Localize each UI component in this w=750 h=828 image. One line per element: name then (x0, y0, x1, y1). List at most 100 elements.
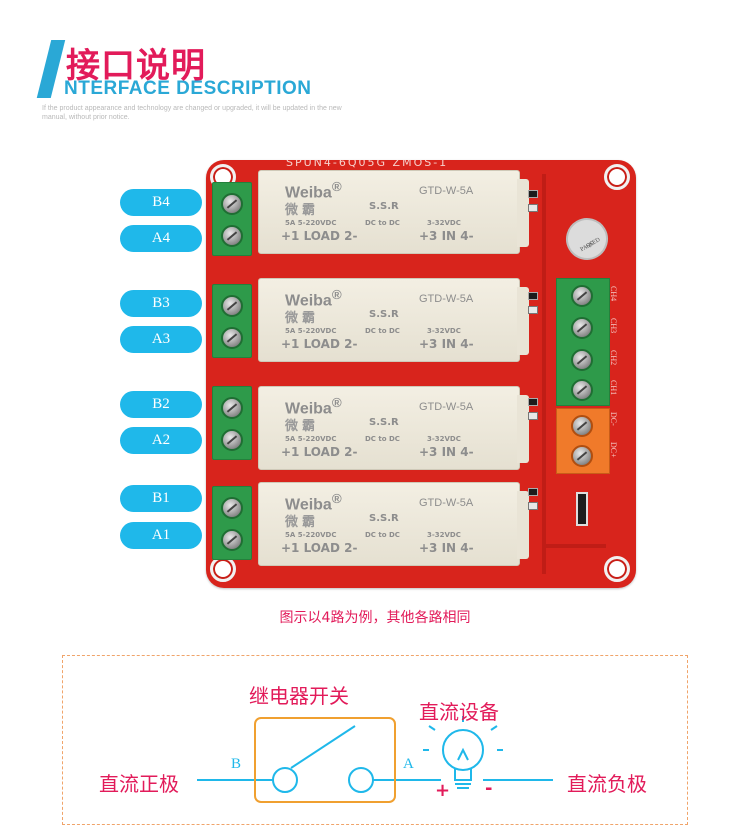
silkscreen-ch2: CH2 (609, 350, 618, 366)
relay-load-spec: 5A 5-220VDC (285, 435, 337, 443)
mount-hole (604, 556, 630, 582)
relay-brand-cn: 微霸 (285, 419, 320, 434)
dc-device-label: 直流设备 (419, 700, 499, 724)
relay-dc-spec: DC to DC (365, 327, 400, 335)
header-accent-bar (36, 40, 66, 98)
terminal-block-ch2 (212, 386, 252, 460)
relay-ssr: S.S.R (369, 201, 399, 212)
label-b2: B2 (120, 391, 202, 418)
relay-side (517, 287, 529, 355)
mount-hole (604, 164, 630, 190)
screw-b1 (221, 497, 243, 519)
relay-pins-left: +1 LOAD 2- (281, 229, 358, 243)
dc-positive-label: 直流正极 (99, 772, 179, 796)
relay-model: GTD-W-5A (419, 185, 474, 197)
switch-contact-b (272, 767, 298, 793)
screw-ch1 (571, 379, 593, 401)
silkscreen-ch1: CH1 (609, 380, 618, 396)
smd-component (528, 204, 538, 212)
light-bulb-icon (423, 716, 503, 789)
relay-dc-spec: DC to DC (365, 435, 400, 443)
screw-b4 (221, 193, 243, 215)
relay-dc-spec: DC to DC (365, 219, 400, 227)
smd-diode (576, 492, 588, 526)
relay-in-spec: 3-32VDC (427, 327, 461, 335)
plus-sign: + (435, 780, 451, 801)
relay-module-ch4: Weiba® 微霸 S.S.R GTD-W-5A 5A 5-220VDC DC … (258, 170, 529, 254)
relay-pins-left: +1 LOAD 2- (281, 445, 358, 459)
label-b4: B4 (120, 189, 202, 216)
smd-component (528, 488, 538, 496)
relay-pins-left: +1 LOAD 2- (281, 541, 358, 555)
board-silkscreen: SPUN4-6Q05G ZMOS-1 (286, 160, 449, 169)
terminal-b-letter: B (231, 756, 242, 772)
page-subtitle: NTERFACE DESCRIPTION (64, 78, 312, 99)
smd-component (528, 502, 538, 510)
smd-component (528, 398, 538, 406)
terminal-block-channels (556, 278, 610, 406)
relay-ssr: S.S.R (369, 309, 399, 320)
relay-in-spec: 3-32VDC (427, 531, 461, 539)
wiring-diagram: 继电器开关 直流设备 直流正极 直流负极 B A + - (62, 655, 688, 825)
relay-load-spec: 5A 5-220VDC (285, 327, 337, 335)
label-a1: A1 (120, 522, 202, 549)
relay-pins-left: +1 LOAD 2- (281, 337, 358, 351)
screw-a1 (221, 529, 243, 551)
relay-model: GTD-W-5A (419, 401, 474, 413)
label-a2: A2 (120, 427, 202, 454)
relay-module-ch2: Weiba® 微霸 S.S.R GTD-W-5A 5A 5-220VDC DC … (258, 386, 529, 470)
switch-contact-a (348, 767, 374, 793)
smd-component (528, 306, 538, 314)
label-b1: B1 (120, 485, 202, 512)
image-caption: 图示以4路为例，其他各路相同 (279, 610, 471, 626)
smd-component (528, 412, 538, 420)
relay-brand: Weiba® (285, 491, 342, 514)
relay-model: GTD-W-5A (419, 293, 474, 305)
relay-brand-cn: 微霸 (285, 311, 320, 326)
relay-brand-cn: 微霸 (285, 203, 320, 218)
label-a4: A4 (120, 225, 202, 252)
relay-load-spec: 5A 5-220VDC (285, 531, 337, 539)
relay-brand-cn: 微霸 (285, 515, 320, 530)
label-b3: B3 (120, 290, 202, 317)
screw-ch2 (571, 349, 593, 371)
screw-a3 (221, 327, 243, 349)
screw-b2 (221, 397, 243, 419)
relay-pins-right: +3 IN 4- (419, 337, 474, 351)
relay-brand: Weiba® (285, 287, 342, 310)
relay-ssr: S.S.R (369, 417, 399, 428)
silkscreen-ch3: CH3 (609, 318, 618, 334)
relay-in-spec: 3-32VDC (427, 219, 461, 227)
relay-brand: Weiba® (285, 395, 342, 418)
switch-lever (290, 725, 356, 769)
relay-pins-right: +3 IN 4- (419, 445, 474, 459)
relay-side (517, 491, 529, 559)
dc-negative-label: 直流负极 (567, 772, 647, 796)
relay-ssr: S.S.R (369, 513, 399, 524)
relay-dc-spec: DC to DC (365, 531, 400, 539)
smd-component (528, 190, 538, 198)
screw-b3 (221, 295, 243, 317)
page-title: 接口说明 (66, 46, 206, 86)
relay-pins-right: +3 IN 4- (419, 229, 474, 243)
switch-box (254, 717, 396, 803)
relay-pins-right: +3 IN 4- (419, 541, 474, 555)
relay-brand: Weiba® (285, 179, 342, 202)
terminal-block-ch4 (212, 182, 252, 256)
relay-model: GTD-W-5A (419, 497, 474, 509)
minus-sign: - (485, 778, 493, 799)
relay-load-spec: 5A 5-220VDC (285, 219, 337, 227)
silkscreen-dc-minus: DC- (609, 412, 618, 426)
relay-module-ch1: Weiba® 微霸 S.S.R GTD-W-5A 5A 5-220VDC DC … (258, 482, 529, 566)
silkscreen-ch4: CH4 (609, 286, 618, 302)
terminal-block-ch3 (212, 284, 252, 358)
smd-component (528, 292, 538, 300)
screw-dc-minus (571, 415, 593, 437)
pcb-trace (542, 174, 546, 574)
relay-switch-label: 继电器开关 (249, 684, 349, 708)
screw-a4 (221, 225, 243, 247)
pcb-trace (546, 544, 606, 548)
screw-dc-plus (571, 445, 593, 467)
header-note: If the product appearance and technology… (42, 105, 342, 121)
